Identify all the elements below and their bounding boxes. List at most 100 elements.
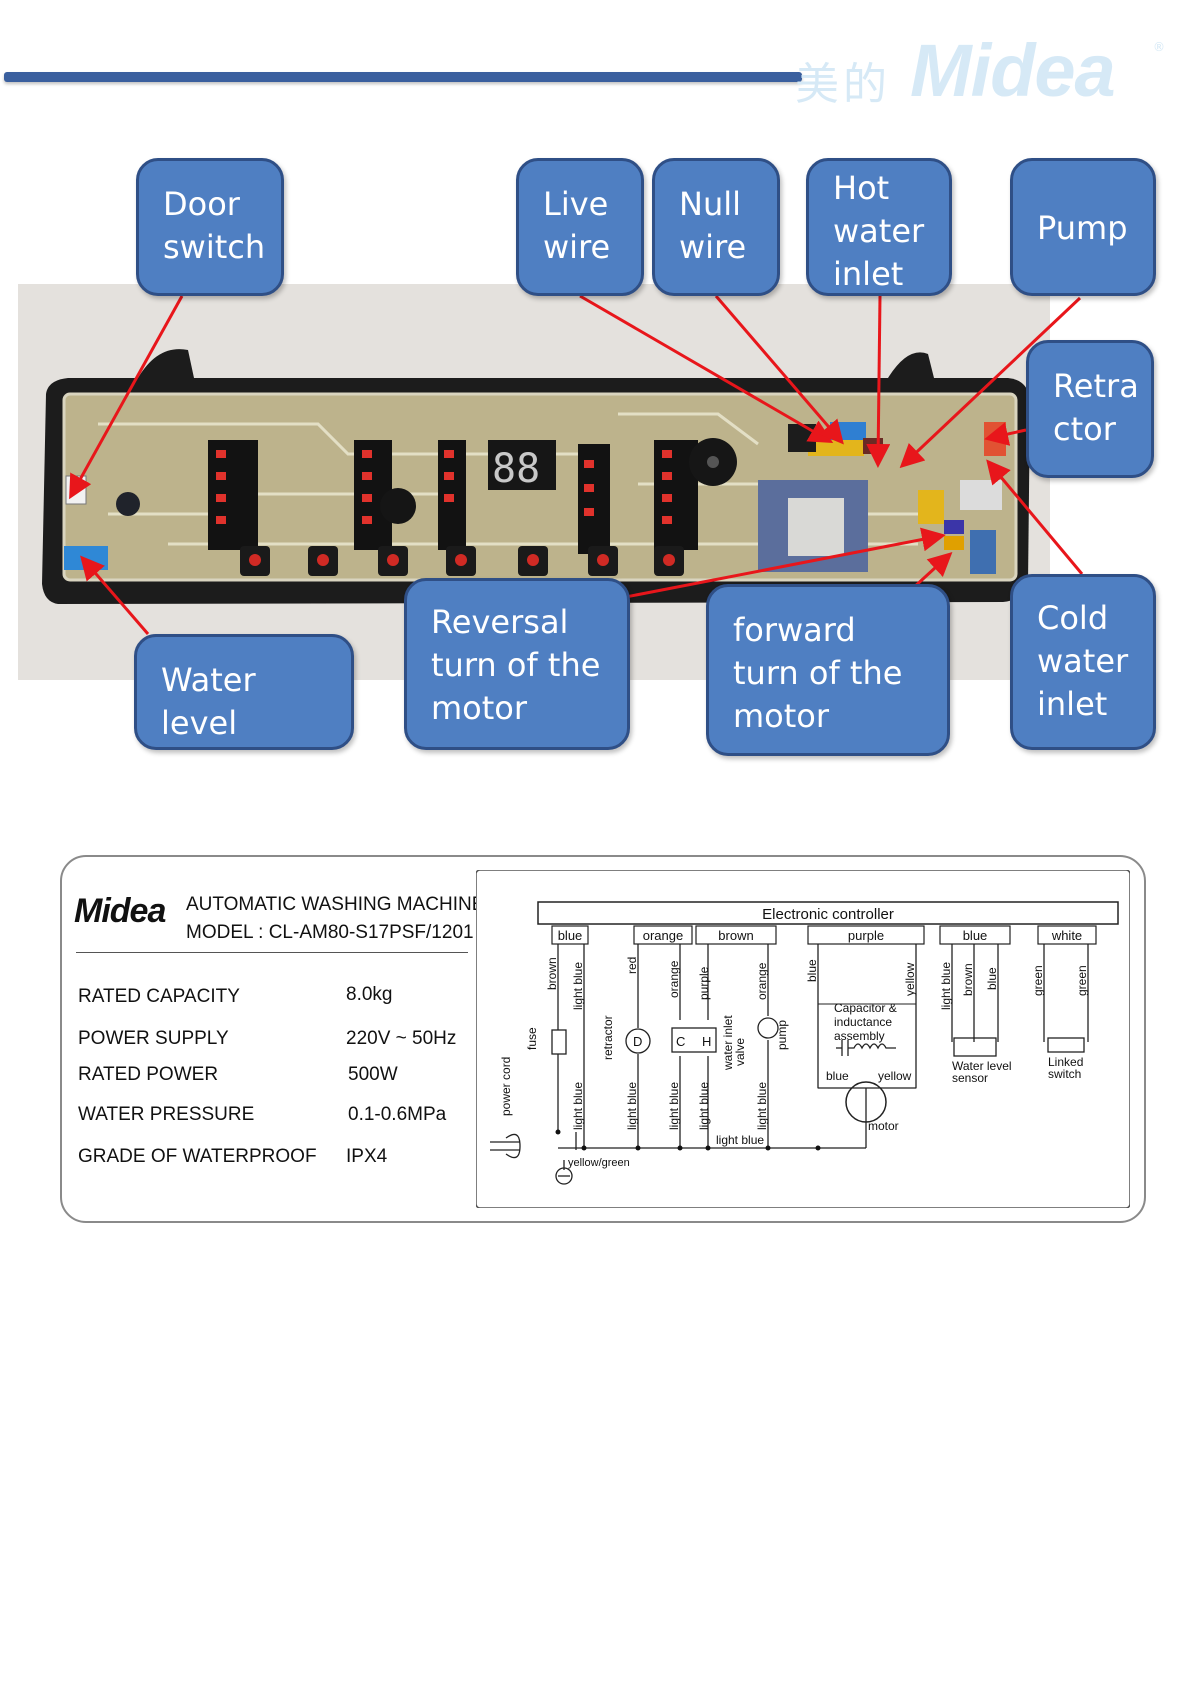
component-label-retractor: retractor	[601, 1015, 615, 1060]
fuse-symbol	[551, 1029, 567, 1055]
callout-live-wire-text: Live wire	[543, 185, 611, 266]
leader-pump	[899, 296, 1082, 469]
leader-reversal	[599, 527, 946, 604]
nameplate-model: MODEL : CL-AM80-S17PSF/1201	[186, 922, 474, 943]
connector-box-6	[1037, 925, 1097, 945]
pump-symbol	[757, 1017, 779, 1039]
wls-label-2: sensor	[952, 1071, 988, 1085]
callout-water-level-sensor-text: Water level sensor	[161, 661, 268, 785]
cap-label-3: assembly	[834, 1029, 885, 1043]
wire-label-blue-2: blue	[985, 967, 999, 990]
header-bar	[4, 72, 802, 82]
nameplate-brand: Midea	[74, 892, 166, 930]
leader-null-wire	[714, 295, 844, 445]
controller-box	[537, 901, 1119, 925]
callout-null-wire-text: Null wire	[679, 185, 747, 266]
leader-door-switch	[69, 295, 184, 500]
component-label-valve-1: water inlet	[721, 1015, 735, 1071]
callout-retractor: Retra ctor	[1026, 340, 1154, 478]
callout-reversal-turn-text: Reversal turn of the motor	[431, 603, 601, 727]
wire-label-lightblue-2: light blue	[571, 1082, 585, 1130]
cap-label-2: inductance	[834, 1015, 892, 1029]
wire-label-lightblue-7: light blue	[939, 962, 953, 1010]
callout-cold-water-inlet-text: Cold water inlet	[1037, 599, 1129, 723]
wire-label-blue-1: blue	[805, 959, 819, 982]
spec-label-rated-power: RATED POWER	[78, 1064, 219, 1085]
callout-forward-turn: forward turn of the motor	[706, 584, 950, 756]
spec-value-waterproof: IPX4	[346, 1146, 388, 1167]
callout-null-wire: Null wire	[652, 158, 780, 296]
nameplate-product: AUTOMATIC WASHING MACHINE	[186, 894, 485, 915]
callout-door-switch-text: Door switch	[163, 185, 266, 266]
retractor-letter: D	[633, 1034, 642, 1049]
linked-label-2: switch	[1048, 1067, 1081, 1081]
water-valve-symbol	[671, 1027, 717, 1053]
component-label-fuse: fuse	[525, 1027, 539, 1050]
wire-label-orange-2: orange	[755, 962, 769, 1000]
component-label-motor: motor	[868, 1119, 899, 1133]
logo-chinese: 美的	[795, 59, 891, 110]
linked-label-1: Linked	[1048, 1055, 1083, 1069]
connector-label-6: white	[1051, 928, 1082, 943]
cap-assembly-box	[817, 1003, 917, 1089]
wire-label-green-1: green	[1031, 965, 1045, 996]
nameplate-card	[60, 855, 1146, 1223]
spec-value-rated-power: 500W	[348, 1064, 398, 1085]
wire-label-red: red	[625, 957, 639, 974]
water-level-symbol	[953, 1037, 997, 1057]
callout-pump: Pump	[1010, 158, 1156, 296]
wire-label-green-2: green	[1075, 965, 1089, 996]
nameplate-divider	[76, 952, 468, 953]
spec-label-water-pressure: WATER PRESSURE	[78, 1104, 255, 1125]
bottom-lightblue-label: light blue	[716, 1133, 764, 1147]
callout-water-level-sensor: Water level sensor	[134, 634, 354, 785]
connector-box-2	[633, 925, 693, 945]
wire-label-purple: purple	[697, 966, 711, 1000]
leader-retractor	[984, 422, 1027, 446]
wire-label-orange-1: orange	[667, 960, 681, 998]
leader-hot-water-inlet	[866, 295, 891, 468]
connector-label-2: orange	[643, 928, 683, 943]
callout-cold-water-inlet: Cold water inlet	[1010, 574, 1156, 750]
callout-retractor-text: Retra ctor	[1053, 367, 1139, 448]
leader-live-wire	[579, 294, 834, 444]
connector-label-4: purple	[848, 928, 884, 943]
callout-pump-text: Pump	[1037, 209, 1128, 247]
connector-label-1: blue	[558, 928, 583, 943]
connector-box-1	[551, 925, 589, 945]
midea-logo: 美的 Midea ®	[795, 10, 1165, 112]
connector-box-3	[695, 925, 777, 945]
leader-water-level	[80, 555, 150, 635]
wiring-diagram: Electronic controller blue orange brown …	[476, 870, 1130, 1208]
cap-label-1: Capacitor &	[834, 1001, 897, 1015]
connector-box-4	[807, 925, 925, 945]
leader-lines	[69, 294, 1084, 635]
spec-label-power-supply: POWER SUPPLY	[78, 1028, 229, 1049]
motor-symbol	[845, 1081, 887, 1123]
callout-reversal-turn: Reversal turn of the motor	[404, 578, 630, 750]
valve-letter-c: C	[676, 1034, 685, 1049]
wire-label-lightblue-6: light blue	[755, 1082, 769, 1130]
wire-label-lightblue-4: light blue	[667, 1082, 681, 1130]
cap-right-label: yellow	[878, 1069, 912, 1083]
controller-title: Electronic controller	[762, 906, 894, 923]
linked-switch-symbol	[1047, 1037, 1085, 1053]
wire-label-brown-1: brown	[545, 957, 559, 990]
wiring-frame	[476, 870, 1130, 1208]
wire-label-lightblue-5: light blue	[697, 1082, 711, 1130]
component-label-power-cord: power cord	[499, 1057, 513, 1116]
retractor-symbol	[625, 1028, 651, 1054]
connector-label-5: blue	[963, 928, 988, 943]
plug-symbol	[505, 1133, 521, 1159]
callout-hot-water-inlet: Hot water inlet	[806, 158, 952, 296]
valve-letter-h: H	[702, 1034, 711, 1049]
callout-door-switch: Door switch	[136, 158, 284, 296]
logo-english: Midea	[910, 29, 1116, 112]
spec-label-waterproof: GRADE OF WATERPROOF	[78, 1146, 317, 1167]
leader-cold-water	[986, 459, 1084, 575]
callout-forward-turn-text: forward turn of the motor	[733, 611, 903, 735]
wire-label-brown-2: brown	[961, 963, 975, 996]
component-label-pump: pump	[775, 1020, 789, 1050]
spec-value-capacity: 8.0kg	[346, 984, 393, 1005]
connector-label-3: brown	[718, 928, 753, 943]
